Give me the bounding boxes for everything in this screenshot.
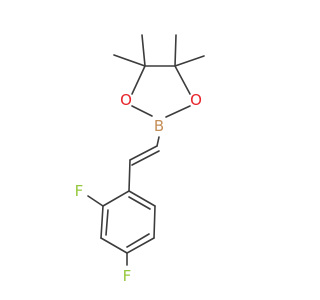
bond-c-ring-o2 [174,65,191,95]
bond-vinyl-double-a [129,145,158,161]
bond-ring-5-6 [153,205,156,239]
bond-vinyl-aryl [128,159,131,192]
bond-o1-c-ring [131,65,146,95]
bond-ring-inner-2 [126,233,150,248]
atom-labels: B O O F F [75,91,202,285]
bond-ring-4-5 [126,237,155,254]
bond-ring-2-3 [100,205,104,239]
bond-methyl-1 [113,54,146,67]
bond-o2-boron [165,105,191,118]
molecule-structure: B O O F F [75,34,205,285]
bond-ring-3-4 [100,237,128,254]
atom-label-fluorine-top: F [75,182,84,200]
atom-label-fluorine-bottom: F [123,267,132,285]
bond-vinyl-double-b [131,150,160,166]
bond-skeleton [87,34,205,266]
bond-methyl-4 [174,55,205,67]
bond-methyl-3 [174,34,177,67]
bond-ring-inner-3 [128,196,151,210]
bond-boron-vinyl [156,136,160,147]
atom-label-boron: B [154,117,164,135]
atom-label-oxygen-right: O [190,91,202,109]
atom-label-oxygen-left: O [120,91,132,109]
bond-ring-fluorine-1 [87,195,104,207]
bond-ring-1-2 [102,190,130,207]
bond-ring-inner-1 [105,209,109,236]
bond-o1-boron [131,105,153,117]
bond-methyl-2 [141,34,146,67]
bond-ring-6-1 [128,190,156,207]
